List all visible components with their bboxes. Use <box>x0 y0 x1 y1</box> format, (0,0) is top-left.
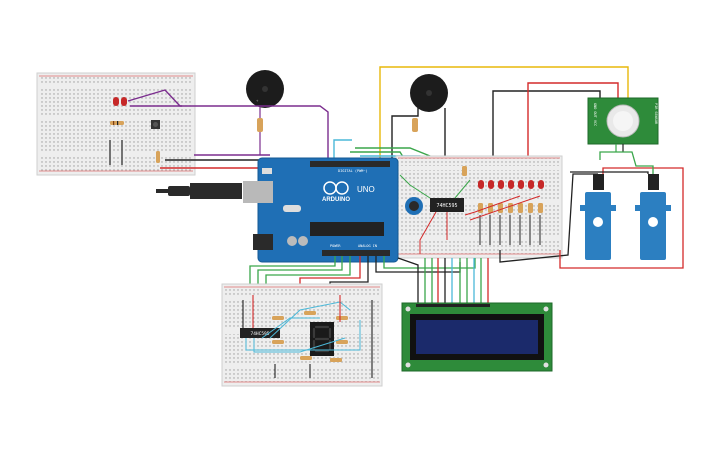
led-red[interactable] <box>113 97 119 106</box>
pir-sensor: GND OUT VCC PIR SENSOR <box>587 97 659 152</box>
servo-wires <box>499 151 684 269</box>
breadboard-bottom: 74HC595 <box>221 283 383 387</box>
chip-label: 74HC595 <box>436 203 457 209</box>
digital-label: DIGITAL (PWM~) <box>338 169 368 173</box>
breadboard-top-left <box>36 72 196 176</box>
resistor-group <box>272 311 348 362</box>
arduino-model: UNO <box>357 185 375 194</box>
buzzer-left: + <box>246 70 284 155</box>
servo-right <box>635 174 671 260</box>
servo-left <box>580 174 616 260</box>
buzzer-right <box>410 74 448 132</box>
arduino-uno-board: ARDUINO UNO DIGITAL (PWM~) POWER ANALOG … <box>156 157 399 263</box>
pir-right-label: PIR SENSOR <box>654 103 658 125</box>
shift-register-chip: 74HC595 <box>240 328 280 338</box>
resistor <box>257 118 263 132</box>
svg-text:+: + <box>256 98 259 103</box>
resistor <box>412 118 418 132</box>
push-button[interactable] <box>151 120 160 129</box>
led-row <box>478 180 544 189</box>
chip-label: 74HC595 <box>251 331 270 337</box>
breadboard-right: 74HC595 <box>395 155 563 259</box>
arduino-brand: ARDUINO <box>322 197 350 203</box>
wires-upper <box>127 66 629 169</box>
lcd-display <box>401 302 553 372</box>
resistor <box>156 151 160 163</box>
analog-label: ANALOG IN <box>358 244 377 248</box>
seven-segment-display <box>310 322 334 356</box>
potentiometer[interactable] <box>405 197 423 215</box>
power-label: POWER <box>330 244 341 248</box>
shift-register-chip: 74HC595 <box>430 198 464 212</box>
pir-left-label: GND OUT VCC <box>593 103 597 126</box>
resistor <box>110 121 124 125</box>
led-red[interactable] <box>121 97 127 106</box>
